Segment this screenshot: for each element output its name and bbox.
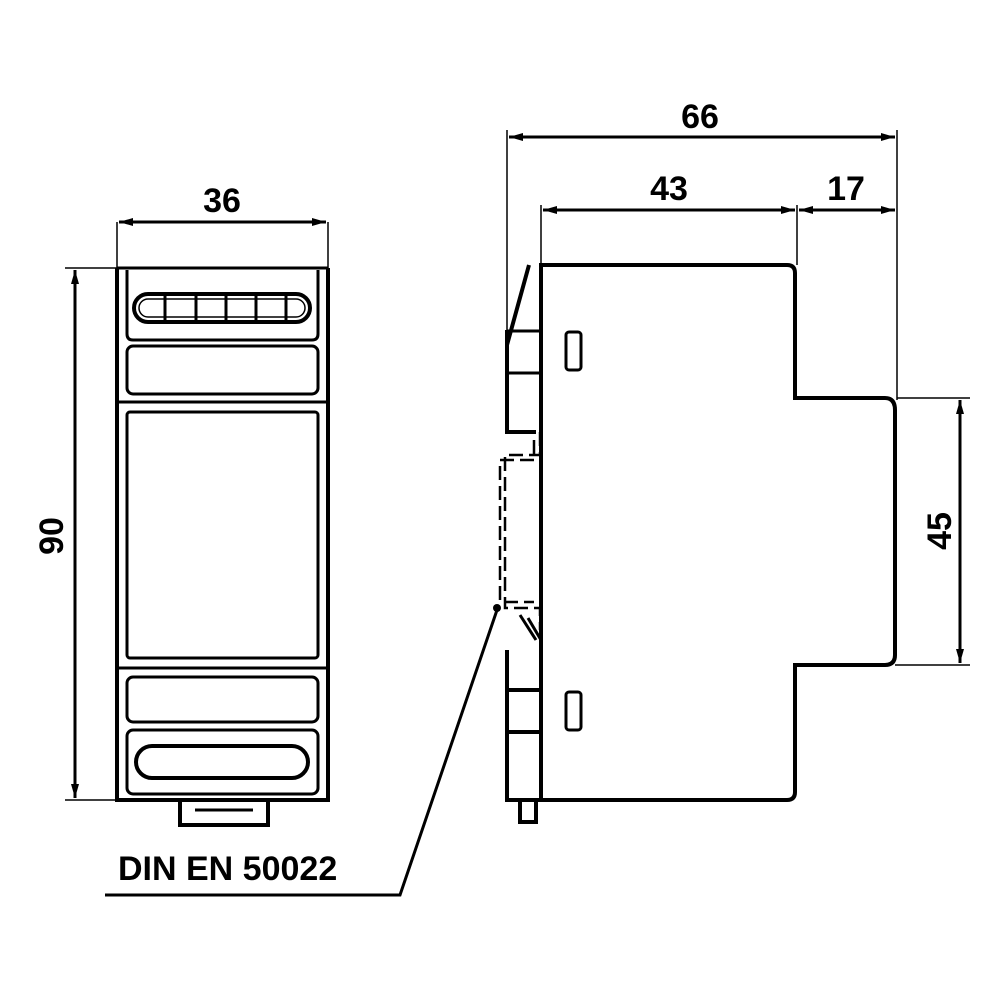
front-view: [65, 218, 330, 827]
dim-label-width: 36: [203, 182, 241, 220]
dim-label-front-height: 45: [921, 512, 959, 550]
terminal-strip: [132, 292, 312, 324]
side-view: [493, 130, 970, 824]
din-rail-label: DIN EN 50022: [118, 850, 337, 888]
rail-leader-line: [105, 609, 499, 897]
din-rail-outline: [503, 432, 542, 630]
dim-label-front-depth: 17: [827, 170, 865, 208]
dim-label-body-depth: 43: [650, 170, 688, 208]
dim-label-total-depth: 66: [681, 98, 719, 136]
dim-label-height: 90: [33, 517, 71, 555]
front-window: [125, 410, 320, 660]
